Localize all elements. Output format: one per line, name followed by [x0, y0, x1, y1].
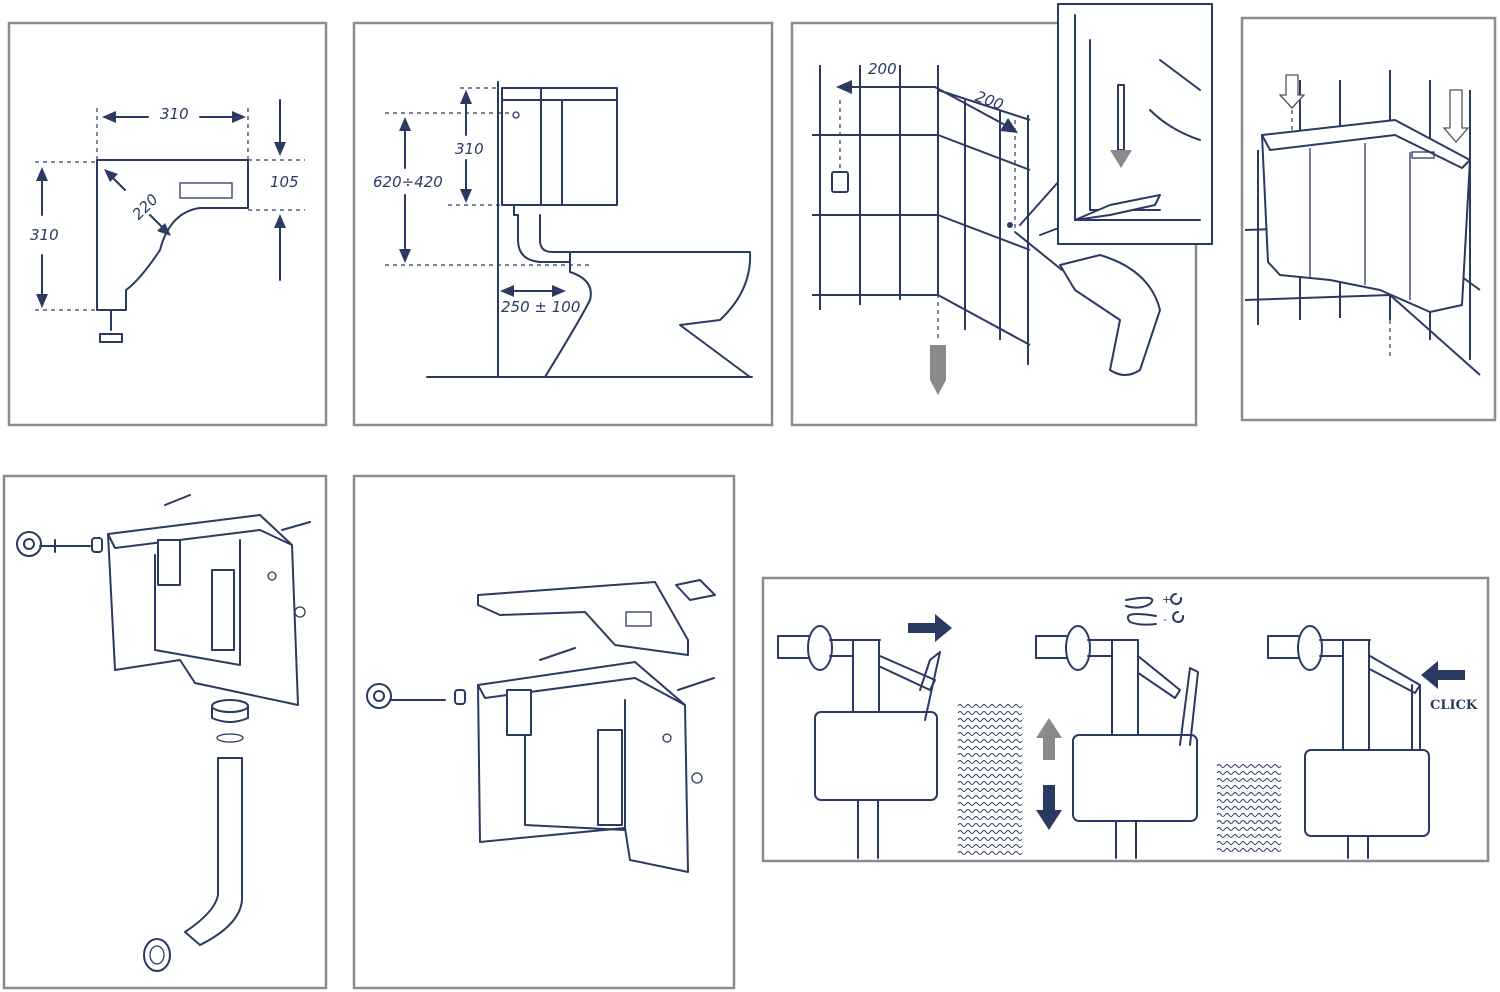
wave-line [957, 767, 1023, 771]
counterclockwise-icon [1172, 611, 1185, 623]
wave-line [1216, 834, 1282, 838]
dimension-side: 105 [270, 173, 299, 191]
wave-line [957, 802, 1023, 806]
wave-line [957, 704, 1023, 708]
wave-line [957, 725, 1023, 729]
dimension-tank-height: 310 [455, 140, 484, 158]
wave-line [957, 739, 1023, 743]
wave-line [957, 844, 1023, 848]
wave-line [1216, 841, 1282, 845]
float-valve-1 [777, 614, 952, 859]
panel-side-view-dimensions: 310 620÷420 250 ± 100 [352, 21, 774, 427]
wave-line [957, 809, 1023, 813]
wave-line [957, 837, 1023, 841]
panel-wall-drilling: 200 200 [790, 3, 1213, 427]
wave-line [1216, 785, 1282, 789]
wave-line [957, 760, 1023, 764]
wave-line [1216, 813, 1282, 817]
dimension-mount-height: 620÷420 [373, 173, 443, 191]
wave-line [1216, 771, 1282, 775]
click-label: CLICK [1430, 698, 1478, 713]
water-waves-2 [1216, 764, 1282, 852]
wave-line [957, 781, 1023, 785]
rotate-adjust-icon: + - [1125, 593, 1185, 626]
water-waves-1 [957, 704, 1023, 855]
wave-line [1216, 764, 1282, 768]
wave-line [957, 788, 1023, 792]
dimension-distance-left: 200 [868, 60, 897, 78]
wave-line [1216, 806, 1282, 810]
float-valve-2 [1035, 625, 1199, 859]
panel-exploded-with-lid [352, 474, 736, 990]
dimension-height: 310 [30, 226, 59, 244]
wave-line [957, 816, 1023, 820]
wave-line [957, 795, 1023, 799]
panel-top-view-dimensions: 310 310 220 105 [7, 21, 328, 427]
wave-line [957, 774, 1023, 778]
wave-line [1216, 848, 1282, 852]
panel-tank-mounted [1240, 16, 1497, 422]
wave-line [957, 711, 1023, 715]
wave-line [957, 851, 1023, 855]
wave-line [957, 830, 1023, 834]
clockwise-icon [1170, 593, 1183, 605]
wave-line [1216, 827, 1282, 831]
panel-float-valve-adjustment: + - CLICK [761, 576, 1490, 863]
wave-line [957, 746, 1023, 750]
dimension-width: 310 [160, 105, 189, 123]
drill-icon [1014, 231, 1161, 376]
minus-sign: - [1163, 613, 1167, 626]
wave-line [1216, 778, 1282, 782]
wave-line [957, 718, 1023, 722]
plus-sign: + [1162, 593, 1171, 606]
float-valve-3: CLICK [1267, 625, 1478, 859]
wave-line [1216, 792, 1282, 796]
wave-line [1216, 799, 1282, 803]
wave-line [957, 823, 1023, 827]
wave-line [957, 753, 1023, 757]
wave-line [957, 732, 1023, 736]
dimension-offset: 250 ± 100 [501, 298, 580, 316]
panel-exploded-with-pipe [2, 474, 328, 990]
wave-line [1216, 820, 1282, 824]
